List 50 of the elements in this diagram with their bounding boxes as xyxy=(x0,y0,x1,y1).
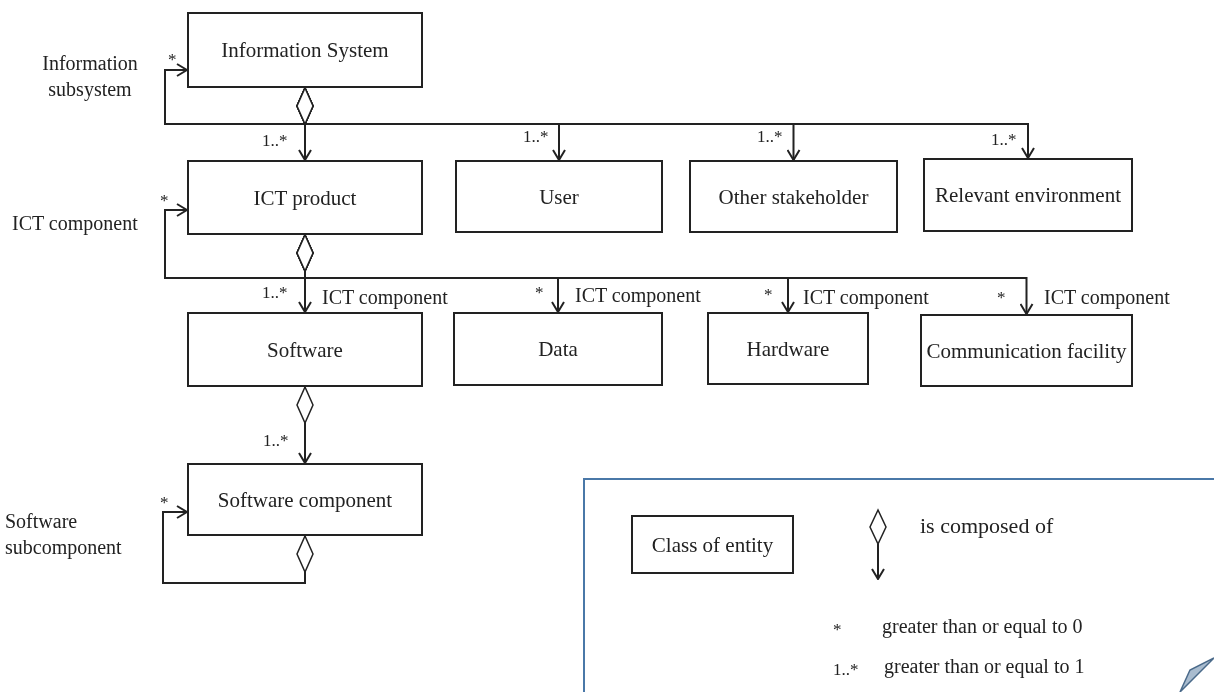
edge-label: ICT component xyxy=(12,211,139,236)
multiplicity-label: 1..* xyxy=(757,127,783,147)
edge-label: ICT component xyxy=(803,285,929,310)
class-name: Relevant environment xyxy=(935,183,1121,207)
multiplicity-label: 1..* xyxy=(991,130,1017,150)
edge-label: ICT component xyxy=(575,283,701,308)
multiplicity-label: * xyxy=(764,285,773,305)
class-name: ICT product xyxy=(253,185,357,210)
class-box xyxy=(453,312,663,386)
class-box xyxy=(923,158,1133,232)
class-box xyxy=(187,12,423,88)
multiplicity-label: * xyxy=(833,620,842,640)
class-name: Information System xyxy=(221,38,389,62)
edge-label: Information subsystem xyxy=(41,51,139,102)
legend-description: greater than or equal to 1 xyxy=(884,654,1085,679)
multiplicity-label: 1..* xyxy=(523,127,549,147)
legend-description: greater than or equal to 0 xyxy=(882,614,1083,639)
class-box xyxy=(187,160,423,235)
edge-label: Software subcomponent xyxy=(5,509,123,560)
class-name: User xyxy=(539,184,579,209)
multiplicity-label: * xyxy=(535,283,544,303)
class-name: Software xyxy=(267,337,343,362)
multiplicity-label: 1..* xyxy=(262,283,288,303)
class-name: Software component xyxy=(217,487,393,512)
class-box xyxy=(631,515,794,574)
class-name: Class of entity xyxy=(651,532,774,557)
composition-arrow xyxy=(162,505,314,584)
composition-arrow xyxy=(296,87,1035,159)
class-name: Communication facility xyxy=(926,338,1127,363)
class-box xyxy=(455,160,663,233)
edge-label: ICT component xyxy=(322,285,448,310)
class-box xyxy=(707,312,869,385)
class-name: Hardware xyxy=(746,336,830,361)
class-name: Other stakeholder xyxy=(718,184,869,209)
class-box xyxy=(187,312,423,387)
class-box xyxy=(689,160,898,233)
class-box xyxy=(187,463,423,536)
multiplicity-label: 1..* xyxy=(833,660,859,680)
legend-text: is composed of xyxy=(920,513,1054,539)
multiplicity-label: * xyxy=(997,288,1006,308)
composition-arrow xyxy=(296,234,1034,315)
multiplicity-label: 1..* xyxy=(262,131,288,151)
multiplicity-label: 1..* xyxy=(263,431,289,451)
edge-label: ICT component xyxy=(1044,285,1170,310)
class-name: Data xyxy=(538,337,578,361)
multiplicity-label: * xyxy=(160,191,169,211)
class-box xyxy=(920,314,1133,387)
multiplicity-label: * xyxy=(168,50,177,70)
composition-arrow xyxy=(296,386,314,464)
multiplicity-label: * xyxy=(160,493,169,513)
